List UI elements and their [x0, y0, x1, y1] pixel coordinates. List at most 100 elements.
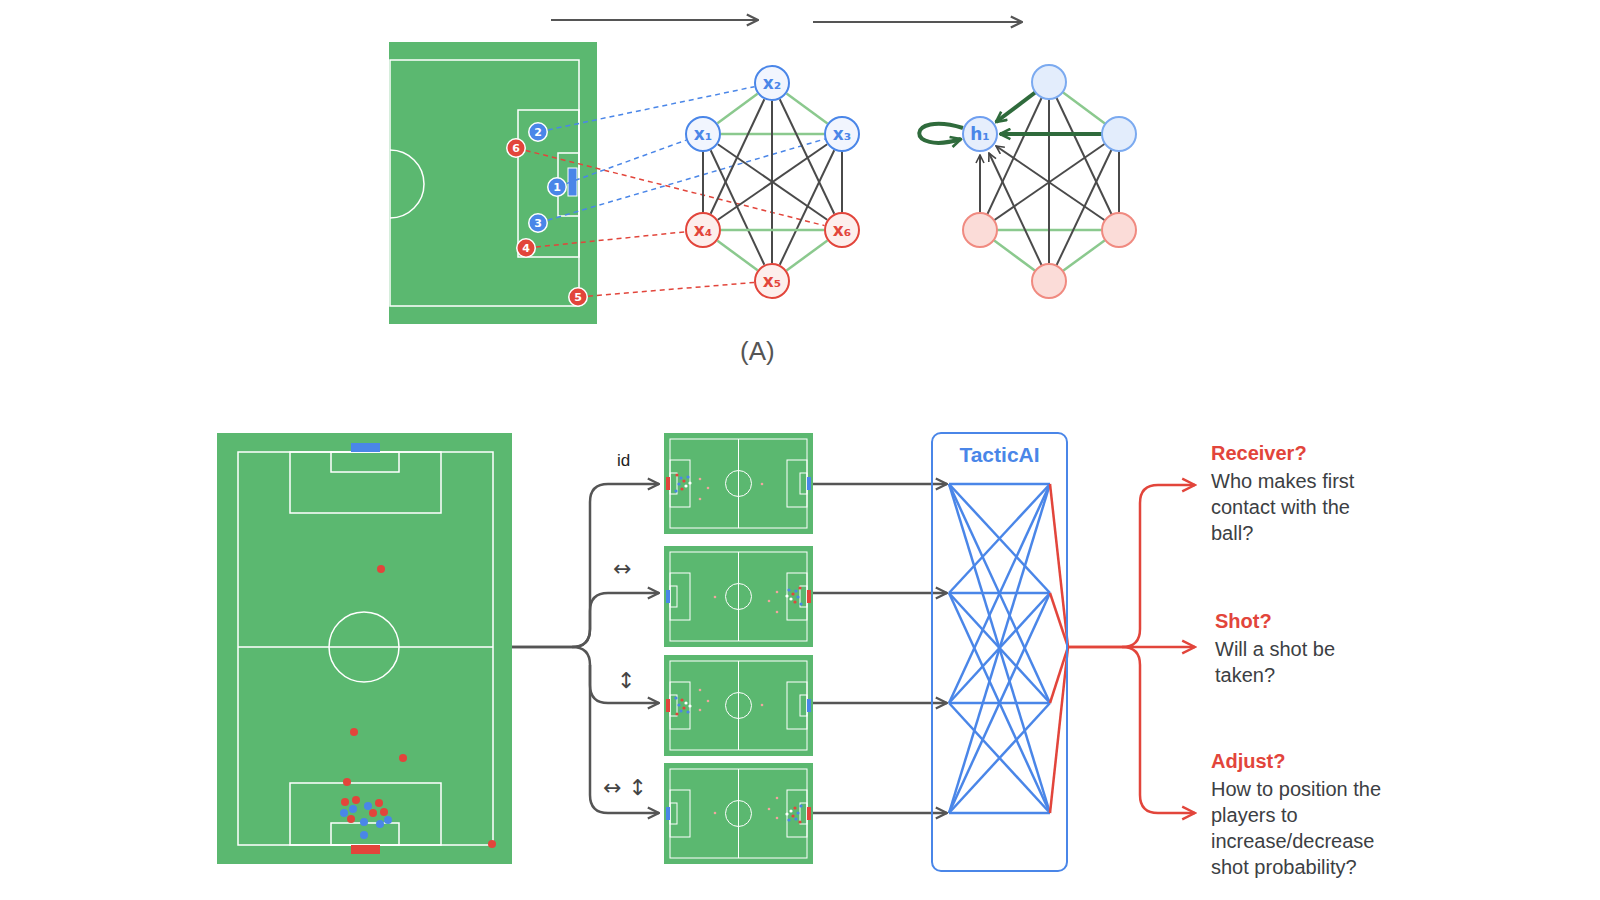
network-line: [949, 703, 1050, 813]
network-line: [949, 593, 1050, 813]
player-dot: [364, 802, 372, 810]
node-circle: [517, 239, 536, 258]
self-loop-arrow: [919, 124, 963, 143]
graph-edge: [787, 94, 828, 124]
pitch-line: [290, 783, 441, 845]
graph-edge: [721, 229, 824, 232]
graph-node: x₆: [824, 212, 860, 248]
player-dot: [360, 818, 368, 826]
node-circle: [825, 117, 859, 151]
graph-edge: [717, 94, 757, 124]
node-label: x₃: [824, 116, 860, 152]
output-description: How to position the players to increase/…: [1211, 776, 1387, 880]
node-circle: [529, 123, 548, 142]
mini-pitch: [664, 546, 813, 647]
network-line: [949, 484, 1050, 703]
output-arrow: [1122, 647, 1195, 813]
graph-edge: [717, 241, 757, 271]
player-dot: [343, 778, 351, 786]
input-arrow: [813, 483, 947, 486]
output-lines: [1050, 484, 1195, 813]
pitch-line: [238, 452, 493, 845]
player-dot: [341, 798, 349, 806]
node-circle: [529, 214, 548, 233]
graph-edge: [1049, 134, 1119, 281]
input-arrow: [813, 702, 947, 705]
process-arrow: [813, 21, 1022, 23]
node-circle: [569, 288, 588, 307]
player-dot: [349, 805, 357, 813]
player-number: 6: [506, 138, 526, 158]
transform-label: ↕: [617, 668, 635, 694]
graph-node: x₂: [754, 65, 790, 101]
message-arrow: [996, 146, 1119, 230]
node-circle: [963, 117, 997, 151]
player-number: 1: [547, 177, 567, 197]
network-line: [949, 812, 1050, 815]
pitch-grass: [389, 42, 597, 324]
panel-label: (A): [740, 336, 775, 367]
player-dot: [376, 820, 384, 828]
graph-edge: [980, 134, 1119, 230]
node-circle: [686, 117, 720, 151]
projection-line: [548, 87, 755, 130]
graph-edge: [718, 144, 827, 220]
graph-edge: [780, 99, 835, 213]
player-dot: [377, 565, 385, 573]
player-number: 3: [528, 213, 548, 233]
player-number: 5: [568, 287, 588, 307]
node-circle: [548, 178, 567, 197]
player-dot: [399, 754, 407, 762]
player-number: 2: [528, 122, 548, 142]
network-line: [949, 703, 1050, 813]
pitch-line: [290, 452, 441, 513]
node-label: x₆: [824, 212, 860, 248]
player-dot: [340, 809, 348, 817]
input-arrow: [813, 592, 947, 595]
network-line: [949, 483, 1050, 486]
pitch-line: [238, 646, 493, 648]
graph-edge: [702, 152, 704, 212]
branch-arrow: [512, 593, 659, 647]
branch-arrow: [572, 647, 659, 703]
player-marker: 4: [516, 238, 536, 258]
player-dot: [380, 808, 388, 816]
node-circle: [755, 66, 789, 100]
network-line: [949, 593, 1050, 813]
node-label: h₁: [962, 116, 998, 152]
pitch-line: [331, 452, 399, 472]
graph-node-outline: [1032, 264, 1066, 298]
transform-label: id: [617, 451, 630, 471]
graph-node-outline: [1102, 117, 1136, 151]
player-marker: 2: [528, 122, 548, 142]
node-circle: [507, 139, 526, 158]
graph-node: x₄: [685, 212, 721, 248]
network-line: [949, 484, 1050, 593]
node-circle: [686, 213, 720, 247]
node-label: x₅: [754, 263, 790, 299]
projection-line: [566, 140, 686, 183]
graph-edge: [711, 150, 765, 264]
mini-pitch: [664, 433, 813, 534]
network-line: [949, 484, 1050, 813]
network-line: [949, 484, 1050, 593]
output-heading: Adjust?: [1211, 749, 1285, 773]
graph-node: x₃: [824, 116, 860, 152]
player-dot: [350, 728, 358, 736]
output-arrow: [1068, 485, 1195, 647]
graph-edge: [780, 150, 835, 264]
output-description: Who makes first contact with the ball?: [1211, 468, 1387, 546]
node-label: x₂: [754, 65, 790, 101]
output-line: [1050, 593, 1068, 647]
output-heading: Receiver?: [1211, 441, 1307, 465]
goal: [351, 845, 380, 854]
node-circle: [755, 264, 789, 298]
network-lines: [949, 484, 1050, 813]
player-dot: [352, 796, 360, 804]
graph-edge: [841, 152, 843, 212]
hidden-state-node: h₁: [962, 116, 998, 152]
